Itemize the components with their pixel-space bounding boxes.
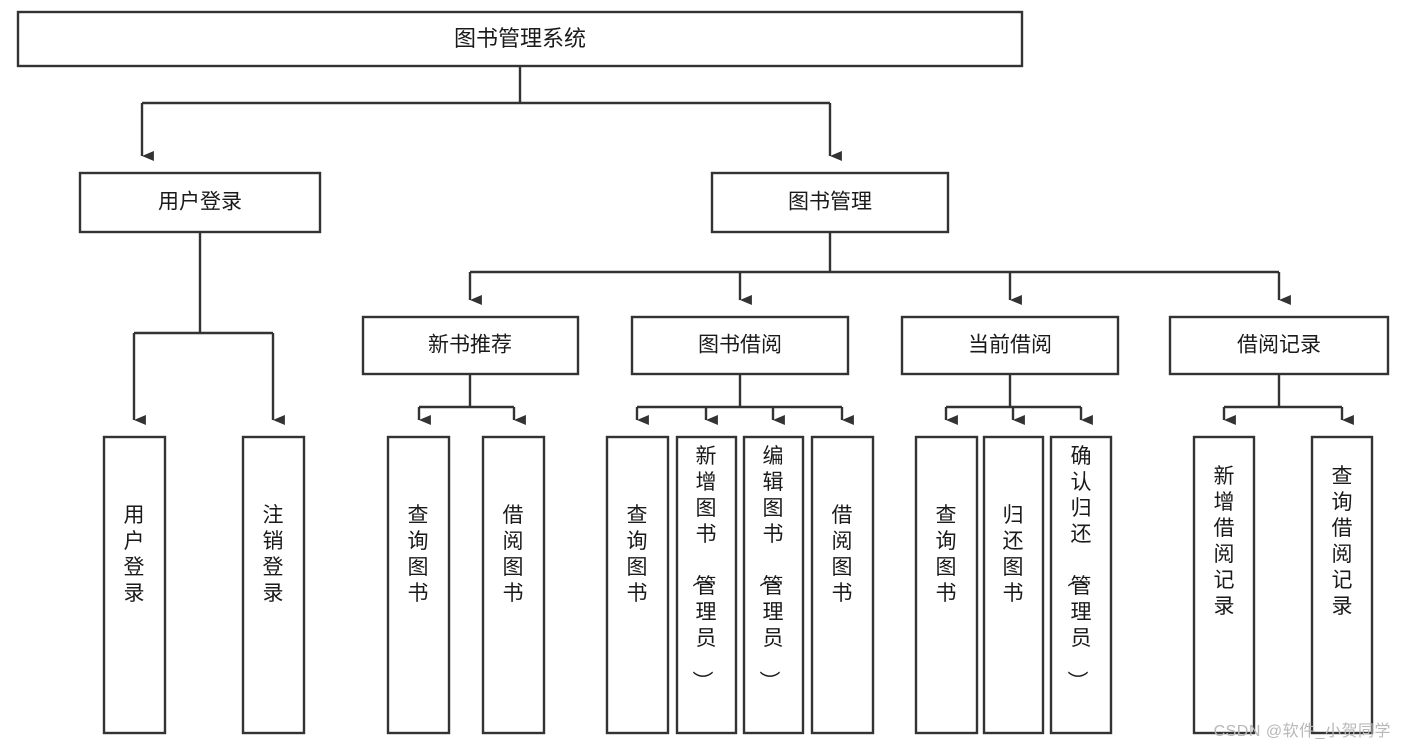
node-leaf-borrow-book-1-label: 借阅图书	[503, 504, 524, 605]
node-leaf-confirm-return[interactable]: 确认归还（管理员）	[1049, 435, 1113, 735]
node-borrow-record-label: 借阅记录	[1237, 334, 1321, 357]
node-new-book-recommend[interactable]: 新书推荐	[361, 315, 580, 376]
node-leaf-add-record-label: 新增借阅记录	[1214, 465, 1235, 618]
node-leaf-borrow-book-1[interactable]: 借阅图书	[481, 435, 546, 735]
node-leaf-query-book-1-label: 查询图书	[408, 504, 429, 605]
node-leaf-query-book-1[interactable]: 查询图书	[386, 435, 451, 735]
node-book-management-label: 图书管理	[788, 191, 872, 214]
node-leaf-return-book[interactable]: 归还图书	[982, 435, 1045, 735]
node-new-book-recommend-label: 新书推荐	[428, 334, 512, 357]
node-root-label: 图书管理系统	[454, 26, 586, 51]
node-leaf-query-book-3[interactable]: 查询图书	[914, 435, 979, 735]
node-current-borrow[interactable]: 当前借阅	[900, 315, 1120, 376]
node-leaf-edit-book-label: 编辑图书（管理员）	[758, 445, 784, 692]
node-leaf-logout-login-label: 注销登录	[263, 504, 284, 605]
node-leaf-query-book-2-label: 查询图书	[627, 504, 648, 605]
node-leaf-return-book-label: 归还图书	[1003, 504, 1024, 605]
node-root-book-management-system[interactable]: 图书管理系统	[16, 10, 1024, 68]
node-leaf-logout-login[interactable]: 注销登录	[241, 435, 306, 735]
node-leaf-query-record-label: 查询借阅记录	[1332, 465, 1353, 618]
node-leaf-add-book[interactable]: 新增图书（管理员）	[675, 435, 738, 735]
connector-layer	[132, 66, 1354, 426]
node-current-borrow-label: 当前借阅	[968, 334, 1052, 357]
node-book-management[interactable]: 图书管理	[710, 171, 950, 234]
node-user-login-label: 用户登录	[158, 191, 242, 214]
node-leaf-query-book-2[interactable]: 查询图书	[605, 435, 670, 735]
node-leaf-confirm-return-label: 确认归还（管理员）	[1066, 445, 1092, 692]
node-leaf-user-login-label: 用户登录	[124, 504, 145, 605]
node-leaf-add-record[interactable]: 新增借阅记录	[1192, 435, 1256, 735]
node-leaf-query-record[interactable]: 查询借阅记录	[1310, 435, 1374, 735]
node-borrow-record[interactable]: 借阅记录	[1168, 315, 1390, 376]
node-leaf-borrow-book-2-label: 借阅图书	[832, 504, 853, 605]
node-book-borrow-label: 图书借阅	[698, 334, 782, 357]
node-leaf-query-book-3-label: 查询图书	[936, 504, 957, 605]
node-leaf-borrow-book-2[interactable]: 借阅图书	[810, 435, 875, 735]
node-leaf-add-book-label: 新增图书（管理员）	[691, 445, 717, 692]
node-leaf-user-login[interactable]: 用户登录	[102, 435, 167, 735]
node-leaf-edit-book[interactable]: 编辑图书（管理员）	[742, 435, 805, 735]
node-book-borrow[interactable]: 图书借阅	[630, 315, 850, 376]
node-user-login[interactable]: 用户登录	[78, 171, 322, 234]
